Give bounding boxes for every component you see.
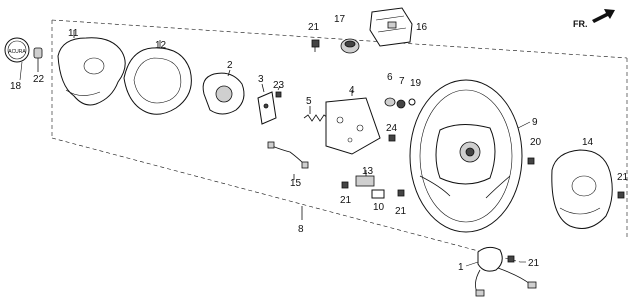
callout-8: 8 xyxy=(298,224,304,235)
part-16-cable-reel xyxy=(369,7,413,47)
part-21-bolt-lower-mid xyxy=(397,189,405,197)
part-15-wire-harness xyxy=(267,141,309,180)
callout-2: 2 xyxy=(227,60,233,71)
callout-20: 20 xyxy=(530,137,542,148)
part-10-connector xyxy=(371,189,385,199)
part-1-cable-assembly xyxy=(475,246,537,297)
callout-21-right: 21 xyxy=(617,172,629,183)
callout-18: 18 xyxy=(10,81,22,92)
direction-label: FR. xyxy=(573,19,588,29)
part-11-pad-cover xyxy=(57,30,126,106)
part-6-washer xyxy=(384,97,396,107)
callout-4: 4 xyxy=(349,85,355,96)
callout-3: 3 xyxy=(258,74,264,85)
callout-12: 12 xyxy=(155,40,167,51)
part-14-rear-cover xyxy=(551,149,613,229)
callout-15: 15 xyxy=(290,178,302,189)
part-13-switch xyxy=(355,170,375,187)
callout-14: 14 xyxy=(582,137,594,148)
front-direction-arrow-icon: FR. xyxy=(573,9,615,29)
callout-6: 6 xyxy=(387,72,393,83)
part-12-rear-cover xyxy=(123,40,192,115)
emblem-text: ACURA xyxy=(8,49,26,55)
callout-7: 7 xyxy=(399,76,405,87)
part-21-bolt-lower-left xyxy=(341,181,349,189)
callout-5: 5 xyxy=(306,96,312,107)
callout-21-top: 21 xyxy=(308,22,320,33)
callout-labels: 11 12 18 22 2 3 23 5 4 21 17 16 6 7 19 9… xyxy=(10,14,629,273)
part-23-screw xyxy=(275,85,282,98)
callout-19: 19 xyxy=(410,78,422,89)
part-2-horn-pad xyxy=(202,69,245,115)
part-7-nut xyxy=(396,99,406,109)
callout-23: 23 xyxy=(273,80,285,91)
part-20-bolt xyxy=(527,157,535,165)
part-3-bracket xyxy=(257,83,277,125)
callout-13: 13 xyxy=(362,166,374,177)
part-22-clip xyxy=(33,47,43,72)
callout-21-lower-mid: 21 xyxy=(395,206,407,217)
part-9-steering-wheel xyxy=(409,79,523,233)
part-21-bolt-right xyxy=(617,191,625,199)
callout-10: 10 xyxy=(373,202,385,213)
part-18-emblem: ACURA xyxy=(4,37,30,63)
part-24-bolt xyxy=(388,134,396,142)
part-19-washer xyxy=(408,98,416,106)
callout-17: 17 xyxy=(334,14,346,25)
part-17-nut xyxy=(340,38,360,54)
part-21-bolt-top xyxy=(311,39,320,52)
callout-21-lower-left: 21 xyxy=(340,195,352,206)
boundary-frame xyxy=(51,19,628,263)
callout-16: 16 xyxy=(416,22,428,33)
callout-leader-lines xyxy=(19,61,531,267)
part-4-horn-plate xyxy=(325,90,381,155)
callout-1: 1 xyxy=(458,262,464,273)
callout-22: 22 xyxy=(33,74,45,85)
callout-11: 11 xyxy=(68,28,79,39)
callout-21-bottom: 21 xyxy=(528,258,540,269)
part-5-spring xyxy=(303,106,329,122)
callout-24: 24 xyxy=(386,123,398,134)
callout-9: 9 xyxy=(532,117,538,128)
